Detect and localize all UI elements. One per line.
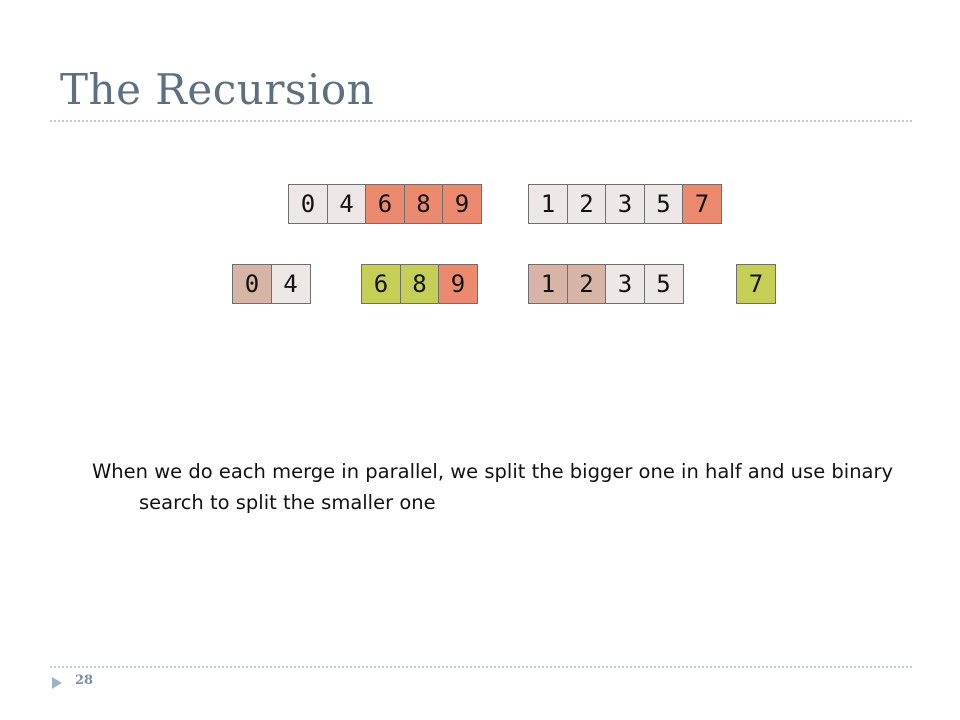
array-cell: 8 bbox=[399, 264, 440, 304]
array-cell: 1 bbox=[528, 184, 568, 224]
array-cell: 5 bbox=[643, 264, 684, 304]
array-row2-c: 1 2 3 5 bbox=[528, 264, 684, 304]
array-cell: 8 bbox=[403, 184, 444, 224]
array-row1-left: 0 4 6 8 9 bbox=[288, 184, 482, 224]
array-cell: 0 bbox=[288, 184, 328, 224]
array-row2-b: 6 8 9 bbox=[361, 264, 478, 304]
slide-title: The Recursion bbox=[60, 65, 375, 114]
array-cell: 1 bbox=[528, 264, 568, 304]
slide-caption: When we do each merge in parallel, we sp… bbox=[92, 460, 894, 514]
array-cell: 0 bbox=[232, 264, 272, 304]
array-cell: 9 bbox=[442, 184, 482, 224]
array-cell: 2 bbox=[566, 264, 607, 304]
footer-divider bbox=[50, 666, 912, 668]
array-cell: 5 bbox=[643, 184, 684, 224]
array-row2-a: 0 4 bbox=[232, 264, 311, 304]
array-row2-d: 7 bbox=[736, 264, 776, 304]
array-cell: 6 bbox=[361, 264, 401, 304]
array-cell: 3 bbox=[605, 184, 645, 224]
array-cell: 3 bbox=[605, 264, 645, 304]
array-cell: 6 bbox=[365, 184, 405, 224]
array-cell: 2 bbox=[566, 184, 607, 224]
array-cell: 4 bbox=[326, 184, 367, 224]
array-cell: 9 bbox=[438, 264, 478, 304]
array-cell: 7 bbox=[682, 184, 722, 224]
array-row1-right: 1 2 3 5 7 bbox=[528, 184, 722, 224]
array-cell: 7 bbox=[736, 264, 776, 304]
array-cell: 4 bbox=[270, 264, 311, 304]
triangle-bullet-icon bbox=[52, 677, 62, 689]
title-divider bbox=[50, 120, 912, 122]
slide-number: 28 bbox=[75, 673, 94, 688]
